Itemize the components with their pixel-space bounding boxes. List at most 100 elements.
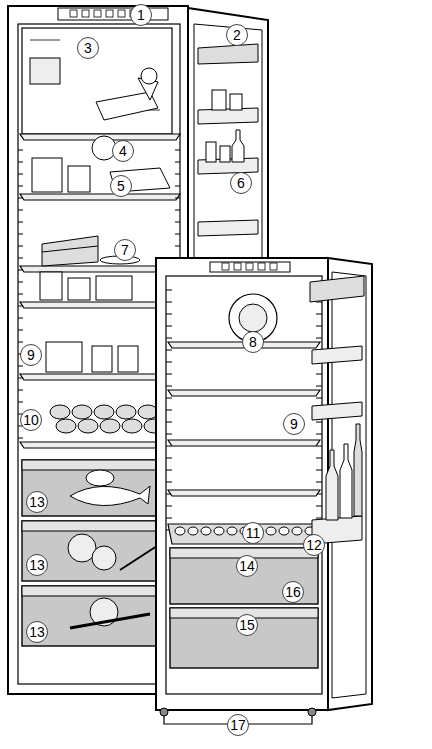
- fridge-line: [18, 390, 23, 391]
- callout-number: 1: [130, 4, 152, 26]
- callout-number: 14: [236, 555, 258, 577]
- fridge-line: [18, 438, 23, 439]
- callout-number: 13: [26, 491, 48, 513]
- fridge-line: [18, 222, 23, 223]
- callout-number: 9: [283, 413, 305, 435]
- fridge-line: [18, 150, 23, 151]
- fridge-line: [198, 108, 258, 124]
- fridge-line: [56, 419, 76, 433]
- fridge-line: [166, 506, 172, 507]
- fridge-line: [22, 521, 178, 581]
- fridge-line: [316, 386, 322, 387]
- fridge-line: [166, 398, 172, 399]
- fridge-line: [18, 306, 23, 307]
- fridge-line: [166, 326, 172, 327]
- fridge-line: [70, 486, 150, 506]
- fridge-line: [94, 10, 101, 17]
- fridge-line: [214, 527, 224, 535]
- fridge-line: [175, 198, 180, 199]
- fridge-line: [94, 405, 114, 419]
- fridge-line: [316, 434, 322, 435]
- fridge-line: [78, 419, 98, 433]
- fridge-line: [22, 521, 178, 531]
- fridge-line: [18, 198, 23, 199]
- fridge-line: [166, 276, 322, 694]
- fridge-line: [92, 346, 112, 372]
- fridge-line: [279, 527, 289, 535]
- fridge-line: [42, 246, 98, 252]
- fridge-line: [166, 482, 172, 483]
- fridge-line: [50, 405, 70, 419]
- fridge-line: [232, 130, 244, 162]
- fridge-line: [20, 194, 180, 200]
- fridge-line: [170, 608, 318, 668]
- fridge-line: [198, 220, 258, 236]
- fridge-line: [18, 234, 23, 235]
- fridge-line: [206, 142, 216, 162]
- fridge-line: [122, 419, 142, 433]
- fridge-line: [175, 210, 180, 211]
- fridge-line: [175, 246, 180, 247]
- fridge-line: [266, 527, 276, 535]
- fridge-line: [22, 28, 172, 134]
- fridge-line: [18, 402, 23, 403]
- fridge-line: [18, 258, 23, 259]
- fridge-line: [270, 263, 277, 270]
- callout-number: 16: [282, 581, 304, 603]
- fridge-line: [175, 234, 180, 235]
- fridge-line: [22, 586, 178, 646]
- fridge-line: [316, 470, 322, 471]
- fridge-line: [18, 366, 23, 367]
- fridge-line: [18, 270, 23, 271]
- fridge-line: [258, 263, 265, 270]
- callout-number: 13: [26, 621, 48, 643]
- fridge-line: [118, 10, 125, 17]
- fridge-line: [168, 390, 320, 396]
- callout-number: 4: [112, 140, 134, 162]
- fridge-line: [70, 10, 77, 17]
- fridge-line: [92, 546, 116, 570]
- fridge-line: [116, 405, 136, 419]
- fridge-line: [198, 44, 258, 64]
- fridge-line: [70, 614, 150, 628]
- fridge-line: [166, 410, 172, 411]
- fridge-line: [18, 378, 23, 379]
- callout-number: 3: [77, 37, 99, 59]
- fridge-line: [30, 58, 60, 84]
- fridge-line: [175, 150, 180, 151]
- fridge-line: [18, 330, 23, 331]
- fridge-line: [316, 338, 322, 339]
- fridge-line: [175, 174, 180, 175]
- fridge-line: [227, 527, 237, 535]
- fridge-line: [166, 350, 172, 351]
- fridge-line: [175, 186, 180, 187]
- fridge-line: [201, 527, 211, 535]
- fridge-line: [32, 158, 62, 192]
- fridge-line: [188, 527, 198, 535]
- fridge-line: [316, 458, 322, 459]
- fridge-line: [168, 490, 320, 496]
- fridge-line: [230, 94, 242, 110]
- fridge-line: [166, 422, 172, 423]
- fridge-line: [156, 258, 328, 710]
- fridge-line: [316, 374, 322, 375]
- fridge-line: [210, 262, 290, 272]
- fridge-line: [18, 174, 23, 175]
- fridge-line: [212, 90, 226, 110]
- fridge-line: [18, 282, 23, 283]
- fridge-line: [118, 346, 138, 372]
- fridge-line: [220, 146, 230, 162]
- fridge-line: [312, 402, 362, 420]
- fridge-line: [46, 342, 82, 372]
- fridge-line: [106, 10, 113, 17]
- callout-number: 13: [26, 554, 48, 576]
- fridge-line: [166, 290, 172, 291]
- fridge-line: [239, 304, 267, 332]
- fridge-line: [18, 186, 23, 187]
- fridge-line: [166, 314, 172, 315]
- fridge-line: [316, 506, 322, 507]
- fridge-line: [166, 518, 172, 519]
- fridge-line: [316, 326, 322, 327]
- callout-number: 5: [110, 175, 132, 197]
